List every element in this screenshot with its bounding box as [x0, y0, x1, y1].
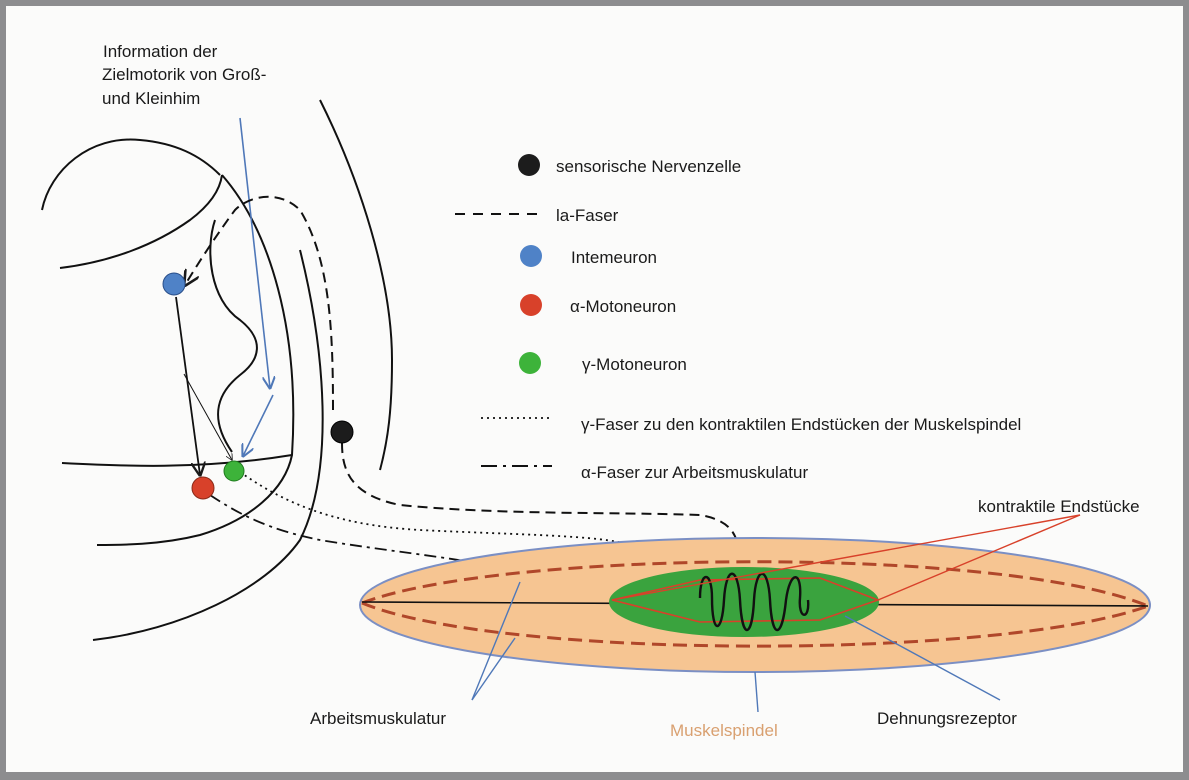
legend-alpha-fiber-label: α-Faser zur Arbeitsmuskulatur [581, 463, 808, 482]
stretch-reflex-diagram: Information der Zielmotorik von Groß- un… [6, 6, 1183, 772]
sensory-neuron-dot [331, 421, 353, 443]
legend-ia-label: la-Faser [556, 206, 619, 225]
alpha-motoneuron-dot [192, 477, 214, 499]
label-muscle-spindle: Muskelspindel [670, 721, 778, 740]
header-note-line1: Information der [103, 42, 218, 61]
ia-fiber-from-spindle [342, 443, 738, 552]
interneuron-to-gamma [184, 374, 232, 460]
legend-interneuron-label: Intemeuron [571, 248, 657, 267]
interneuron-to-alpha [176, 297, 200, 475]
legend-sensory-marker [518, 154, 540, 176]
label-stretch-receptor: Dehnungsrezeptor [877, 709, 1017, 728]
label-working-muscle: Arbeitsmuskulatur [310, 709, 446, 728]
muscle [360, 538, 1150, 672]
legend-alpha-label: α-Motoneuron [570, 297, 676, 316]
diagram-frame: Information der Zielmotorik von Groß- un… [6, 6, 1183, 772]
gamma-motoneuron-dot [224, 461, 244, 481]
legend-gamma-fiber-label: γ-Faser zu den kontraktilen Endstücken d… [581, 415, 1021, 434]
label-contractile-ends: kontraktile Endstücke [978, 497, 1140, 516]
descending-fiber [240, 118, 273, 456]
alpha-fiber-path [210, 495, 495, 566]
legend-alpha-marker [520, 294, 542, 316]
legend-gamma-marker [519, 352, 541, 374]
legend-interneuron-marker [520, 245, 542, 267]
spindle-leader [755, 672, 758, 712]
interneuron-dot [163, 273, 185, 295]
legend: sensorische Nervenzelle la-Faser Intemeu… [455, 154, 1021, 482]
legend-sensory-label: sensorische Nervenzelle [556, 157, 741, 176]
header-note-line3: und Kleinhim [102, 89, 200, 108]
spinal-cord-outline [42, 100, 392, 640]
header-note-line2: Zielmotorik von Groß- [102, 65, 266, 84]
legend-gamma-label: γ-Motoneuron [582, 355, 687, 374]
